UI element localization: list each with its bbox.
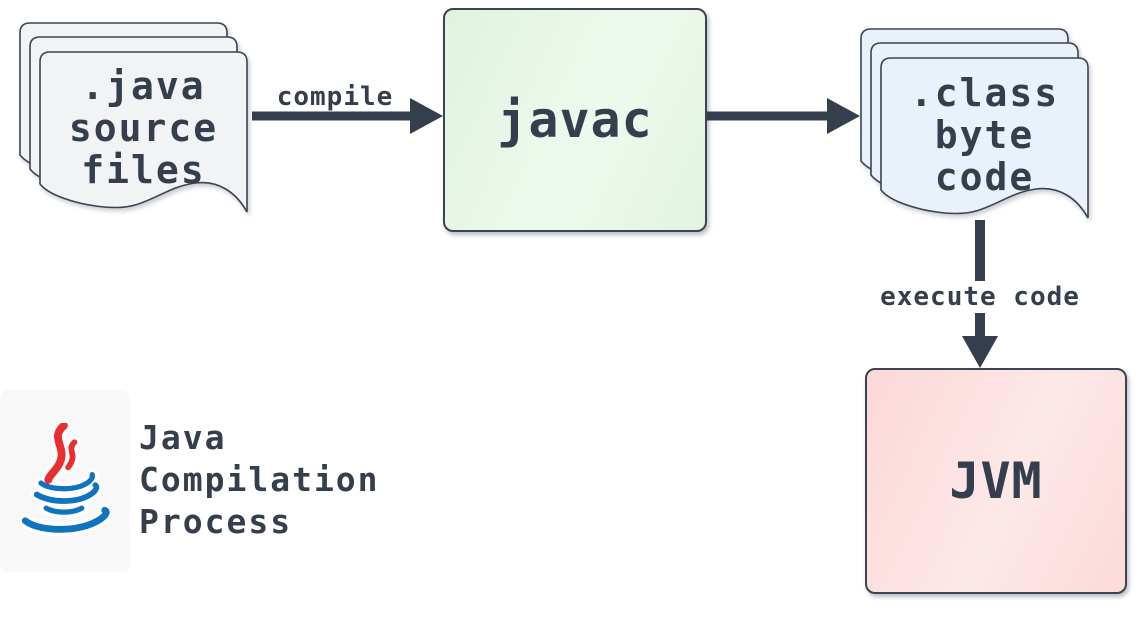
bytecode-line: .class: [909, 70, 1060, 115]
legend-badge: [0, 390, 130, 572]
source-files-node: .java source files: [40, 55, 247, 200]
compile-label: compile: [276, 82, 394, 112]
bytecode-line: code: [934, 154, 1035, 199]
source-files-line: .java: [81, 63, 206, 108]
document-page: [39, 51, 248, 213]
bytecode-node: .class byte code: [881, 62, 1088, 207]
execute-code-label-text: execute code: [874, 281, 1086, 313]
javac-to-bytecode-arrow: [704, 98, 860, 134]
source-files-line: source: [68, 105, 219, 150]
document-stack-icon: [19, 22, 248, 213]
jvm-node: JVM: [865, 368, 1127, 594]
javac-node: javac: [443, 8, 707, 232]
document-page: [880, 57, 1089, 219]
java-flame-icon: [44, 423, 78, 484]
diagram-title-line: Java: [139, 418, 227, 457]
java-logo-icon: [20, 423, 110, 537]
document-stack-icon: [860, 28, 1089, 219]
bytecode-line: byte: [934, 112, 1035, 157]
execute-code-label: execute code: [858, 281, 1102, 313]
jvm-label: JVM: [949, 452, 1043, 510]
diagram-title-line: Process: [139, 502, 293, 541]
diagram-title: Java Compilation Process: [139, 417, 380, 543]
javac-label: javac: [497, 91, 653, 149]
source-files-line: files: [81, 147, 206, 192]
diagram-title-line: Compilation: [139, 460, 380, 499]
java-cup-icon: [21, 472, 110, 533]
